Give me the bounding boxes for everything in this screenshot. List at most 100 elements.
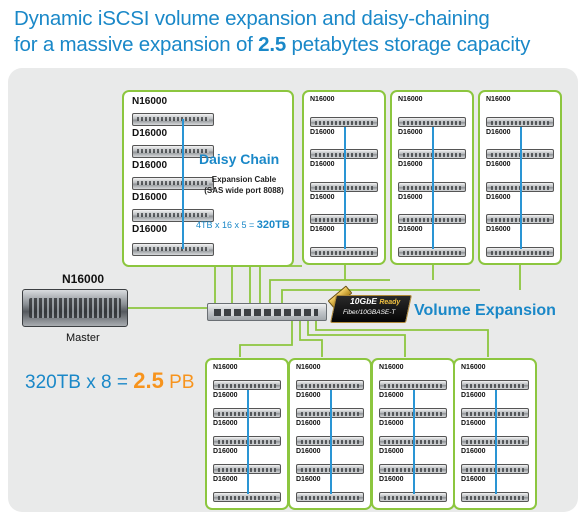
- head-unit-label: N16000: [213, 364, 238, 371]
- head-unit-chassis: [310, 116, 378, 127]
- title-line-2: for a massive expansion of 2.5 petabytes…: [14, 32, 579, 58]
- head-unit-chassis: [296, 380, 364, 390]
- head-unit-label: N16000: [310, 96, 335, 103]
- head-unit-chassis: [398, 116, 466, 127]
- total-formula: 320TB x 8 =: [25, 372, 134, 393]
- expansion-unit-label: D16000: [132, 128, 168, 139]
- expansion-cable: [432, 126, 434, 249]
- master-server-image: [22, 289, 128, 327]
- expansion-unit-label: D16000: [310, 226, 335, 234]
- total-capacity: 320TB x 8 = 2.5 PB: [25, 368, 194, 394]
- expansion-unit-label: D16000: [213, 392, 238, 399]
- total-value: 2.5: [133, 368, 164, 393]
- expansion-unit: D16000: [132, 128, 284, 158]
- volume-expansion-title: Volume Expansion: [414, 302, 556, 319]
- head-unit-label: N16000: [461, 364, 486, 371]
- expansion-unit-chassis: [132, 145, 214, 158]
- head-unit-chassis: [379, 380, 447, 390]
- expansion-unit-label: D16000: [310, 161, 335, 169]
- expansion-cable: [182, 119, 184, 249]
- expansion-unit-label: D16000: [398, 226, 423, 234]
- daisy-chain-title: Daisy Chain: [199, 151, 280, 167]
- head-unit: N16000: [398, 96, 466, 127]
- head-unit-chassis: [486, 116, 554, 127]
- expansion-cable: [495, 390, 497, 494]
- capacity-calc-formula: 4TB x 16 x 5 =: [196, 220, 257, 230]
- capacity-calculation: 4TB x 16 x 5 = 320TB: [196, 219, 290, 231]
- master-unit-label: N16000: [62, 272, 105, 286]
- expansion-unit-label: D16000: [310, 193, 335, 201]
- page-title: Dynamic iSCSI volume expansion and daisy…: [14, 6, 579, 58]
- expansion-unit-label: D16000: [398, 161, 423, 169]
- expansion-unit-label: D16000: [296, 448, 321, 455]
- badge-speed: 10GbE: [350, 296, 377, 306]
- expansion-unit-label: D16000: [379, 448, 404, 455]
- head-unit: N16000: [486, 96, 554, 127]
- expansion-unit-label: D16000: [486, 128, 511, 136]
- head-unit-chassis: [213, 380, 281, 390]
- expansion-unit-chassis: [132, 243, 214, 256]
- expansion-cable-label: Expansion Cable (SAS wide port 8088): [193, 174, 295, 196]
- head-unit-label: N16000: [486, 96, 511, 103]
- expansion-unit-label: D16000: [398, 128, 423, 136]
- expansion-unit-label: D16000: [461, 448, 486, 455]
- head-unit-chassis: [132, 113, 214, 126]
- expansion-unit-label: D16000: [379, 420, 404, 427]
- head-unit-label: N16000: [379, 364, 404, 371]
- expansion-cable-line-1: Expansion Cable: [211, 175, 277, 184]
- title-line-1: Dynamic iSCSI volume expansion and daisy…: [14, 7, 490, 30]
- expansion-unit: D16000: [132, 192, 284, 222]
- title-line-2-pre: for a massive expansion of: [14, 33, 259, 56]
- expansion-unit: D16000: [132, 160, 284, 190]
- expansion-unit-label: D16000: [461, 420, 486, 427]
- expansion-unit-label: D16000: [310, 128, 335, 136]
- head-unit-label: N16000: [296, 364, 321, 371]
- expansion-unit-label: D16000: [379, 476, 404, 483]
- total-unit: PB: [163, 372, 195, 393]
- expansion-unit-label: D16000: [132, 224, 168, 235]
- expansion-cable: [344, 126, 346, 249]
- expansion-unit-label: D16000: [486, 193, 511, 201]
- title-line-2-post: petabytes storage capacity: [286, 33, 531, 56]
- head-unit: N16000: [379, 364, 447, 390]
- expansion-unit-label: D16000: [461, 476, 486, 483]
- expansion-cable: [520, 126, 522, 249]
- expansion-unit-label: D16000: [398, 193, 423, 201]
- expansion-unit-label: D16000: [486, 226, 511, 234]
- head-unit-chassis: [461, 380, 529, 390]
- expansion-unit-label: D16000: [296, 392, 321, 399]
- head-unit: N16000: [132, 96, 284, 126]
- expansion-unit-label: D16000: [296, 476, 321, 483]
- expansion-unit-label: D16000: [213, 420, 238, 427]
- network-switch: [207, 303, 327, 321]
- expansion-cable-line-2: (SAS wide port 8088): [204, 186, 284, 195]
- badge-line-2: Fiber/10GBASE-T: [343, 309, 396, 316]
- expansion-unit-label: D16000: [379, 392, 404, 399]
- expansion-cable: [330, 390, 332, 494]
- head-unit: N16000: [310, 96, 378, 127]
- expansion-unit-label: D16000: [213, 448, 238, 455]
- expansion-unit-chassis: [132, 209, 214, 222]
- head-unit-label: N16000: [398, 96, 423, 103]
- head-unit: N16000: [296, 364, 364, 390]
- expansion-unit-label: D16000: [296, 420, 321, 427]
- daisy-chain-rack: N16000 D16000 D16000 D16000 D16000: [122, 90, 294, 267]
- expansion-unit-label: D16000: [461, 392, 486, 399]
- expansion-unit-chassis: [132, 177, 214, 190]
- expansion-unit-label: D16000: [132, 192, 168, 203]
- expansion-cable: [413, 390, 415, 494]
- title-highlight-number: 2.5: [258, 33, 287, 56]
- badge-ready: Ready: [379, 299, 401, 306]
- expansion-cable: [247, 390, 249, 494]
- badge-line-1: 10GbE Ready: [350, 296, 400, 306]
- expansion-unit: D16000: [132, 224, 284, 256]
- expansion-unit-label: D16000: [132, 160, 168, 171]
- head-unit-label: N16000: [132, 96, 168, 107]
- expansion-unit-label: D16000: [213, 476, 238, 483]
